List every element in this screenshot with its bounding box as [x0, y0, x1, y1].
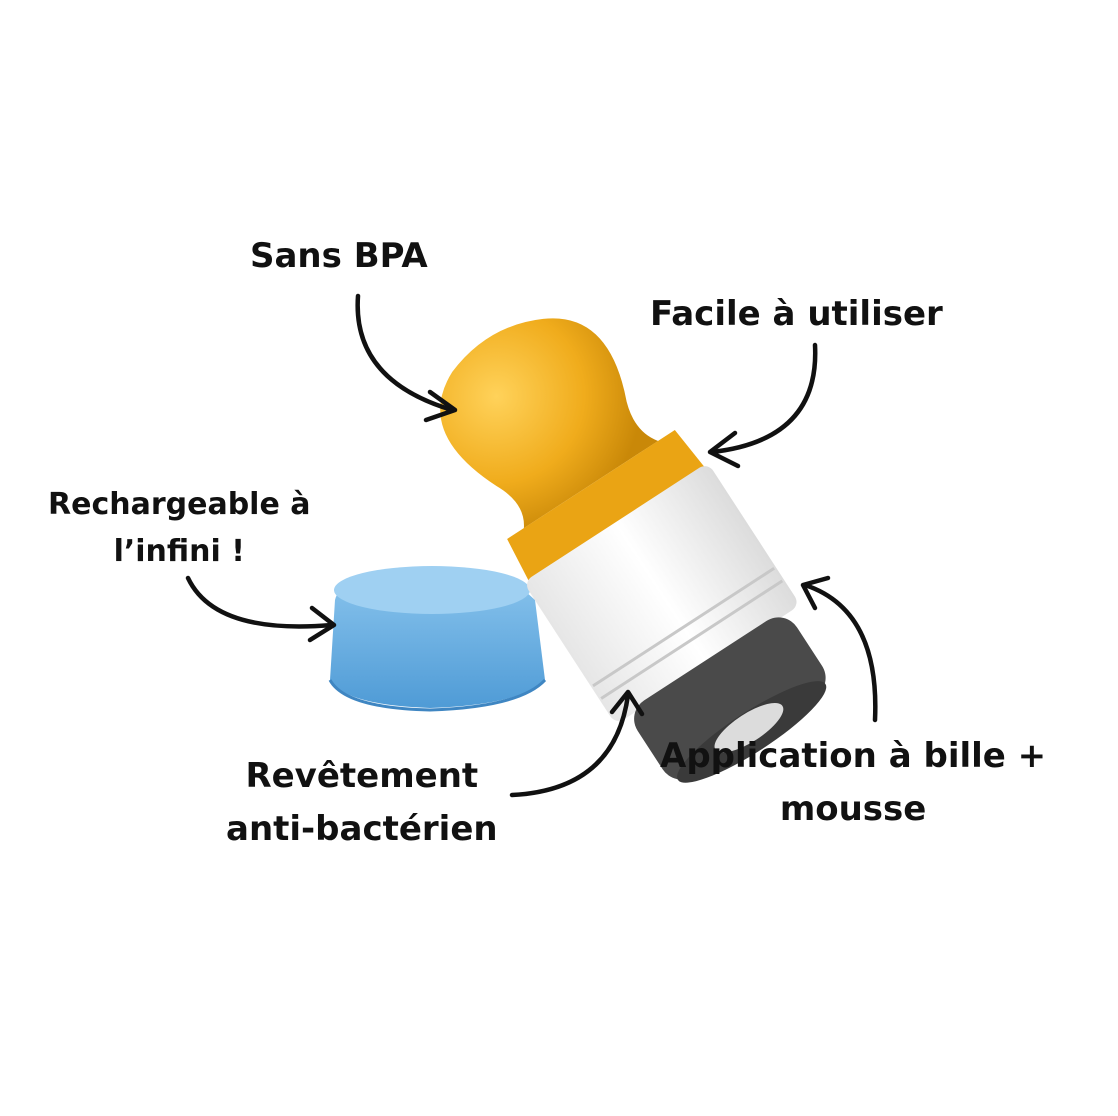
blue-cap	[328, 566, 547, 712]
label-facile: Facile à utiliser	[650, 288, 943, 341]
label-line: Rechargeable à	[48, 487, 311, 522]
label-revetement: Revêtement anti-bactérien	[226, 750, 498, 855]
arrow-facile	[707, 342, 818, 469]
label-line: mousse	[779, 788, 927, 829]
roll-on-applicator	[440, 318, 827, 783]
label-rechargeable: Rechargeable à l’infini !	[48, 482, 311, 575]
arrow-recharge	[185, 575, 337, 643]
arrow-bille	[800, 575, 878, 723]
label-line: l’infini !	[113, 533, 245, 569]
label-application-bille: Application à bille + mousse	[660, 730, 1046, 835]
label-line: anti-bactérien	[226, 808, 498, 849]
label-line: Application à bille +	[660, 736, 1047, 776]
label-line: Facile à utiliser	[650, 294, 943, 334]
label-line: Sans BPA	[250, 236, 428, 276]
label-line: Revêtement	[245, 756, 479, 796]
arrow-revetement	[509, 689, 645, 798]
arrow-bpa	[355, 293, 458, 423]
label-sans-bpa: Sans BPA	[250, 230, 428, 283]
